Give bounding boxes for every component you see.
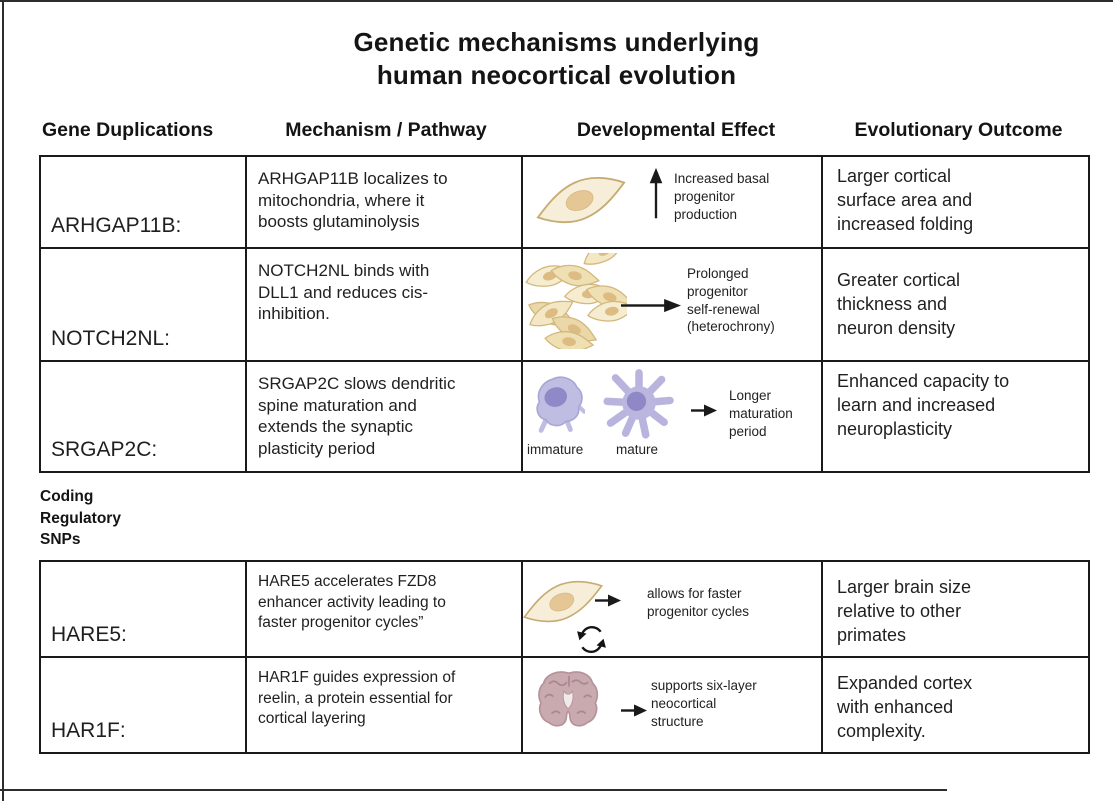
table-row-arhgap11b: ARHGAP11B: ARHGAP11B localizes to mitoch… bbox=[41, 157, 1088, 249]
increase-arrow-icon bbox=[649, 167, 663, 219]
table-row-notch2nl: NOTCH2NL: NOTCH2NL binds with DLL1 and r… bbox=[41, 249, 1088, 362]
mechanism-text-arhgap11b: ARHGAP11B localizes to mitochondria, whe… bbox=[247, 157, 523, 247]
progenitor-cell-cluster-icon bbox=[523, 253, 627, 349]
column-header-gene-duplications: Gene Duplications bbox=[42, 119, 214, 141]
outcome-text-srgap2c: Enhanced capacity to learn and increased… bbox=[837, 371, 1010, 439]
gene-label-har1f: HAR1F: bbox=[41, 658, 247, 752]
table-row-hare5: HARE5: HARE5 accelerates FZD8 enhancer a… bbox=[41, 562, 1088, 658]
short-right-arrow-icon bbox=[595, 594, 621, 607]
effect-caption-srgap2c: Longer maturation period bbox=[729, 388, 793, 439]
outcome-text-notch2nl: Greater cortical thickness and neuron de… bbox=[837, 270, 961, 338]
gene-label-srgap2c: SRGAP2C: bbox=[41, 362, 247, 471]
effect-caption-hare5: allows for faster progenitor cycles bbox=[647, 586, 750, 619]
progenitor-cell-icon bbox=[536, 176, 626, 224]
effect-caption-notch2nl: Prolonged progenitor self-renewal (heter… bbox=[687, 266, 775, 335]
frame-border-top bbox=[0, 0, 1113, 2]
developmental-effect-cell-arhgap11b: Increased basal progenitor production bbox=[523, 157, 823, 247]
mechanism-text-har1f: HAR1F guides expression of reelin, a pro… bbox=[247, 658, 523, 752]
column-header-evolutionary-outcome: Evolutionary Outcome bbox=[854, 119, 1063, 141]
frame-border-left bbox=[2, 0, 4, 801]
section-label-coding-regulatory-snps: Coding Regulatory SNPs bbox=[40, 488, 121, 549]
cycle-arrows-icon bbox=[577, 625, 606, 654]
gene-label-arhgap11b: ARHGAP11B: bbox=[41, 157, 247, 247]
column-header-row: Gene Duplications Mechanism / Pathway De… bbox=[39, 119, 1090, 142]
effect-caption-arhgap11b: Increased basal progenitor production bbox=[674, 171, 770, 222]
column-header-mechanism-pathway: Mechanism / Pathway bbox=[285, 119, 487, 141]
immature-neuron-icon bbox=[536, 376, 585, 433]
developmental-effect-cell-hare5: allows for faster progenitor cycles bbox=[523, 562, 823, 656]
short-right-arrow-icon bbox=[691, 404, 717, 417]
figure-title: Genetic mechanisms underlying human neoc… bbox=[353, 27, 760, 91]
outcome-text-har1f: Expanded cortex with enhanced complexity… bbox=[837, 673, 973, 741]
outcome-text-arhgap11b: Larger cortical surface area and increas… bbox=[837, 166, 974, 234]
mechanism-text-srgap2c: SRGAP2C slows dendritic spine maturation… bbox=[247, 362, 523, 471]
short-right-arrow-icon bbox=[621, 704, 647, 717]
table-row-har1f: HAR1F: HAR1F guides expression of reelin… bbox=[41, 658, 1088, 752]
gene-duplications-table: ARHGAP11B: ARHGAP11B localizes to mitoch… bbox=[39, 155, 1090, 473]
developmental-effect-cell-har1f: supports six-layer neocortical structure bbox=[523, 658, 823, 752]
mechanism-text-hare5: HARE5 accelerates FZD8 enhancer activity… bbox=[247, 562, 523, 656]
mechanism-text-notch2nl: NOTCH2NL binds with DLL1 and reduces cis… bbox=[247, 249, 523, 360]
right-arrow-icon bbox=[621, 298, 681, 313]
mature-neuron-icon bbox=[603, 369, 674, 439]
outcome-text-hare5: Larger brain size relative to other prim… bbox=[837, 577, 972, 645]
developmental-effect-cell-notch2nl: Prolonged progenitor self-renewal (heter… bbox=[523, 249, 823, 360]
frame-border-bottom bbox=[0, 789, 947, 791]
progenitor-cell-icon bbox=[523, 580, 603, 623]
brain-coronal-section-icon bbox=[538, 671, 599, 727]
table-row-srgap2c: SRGAP2C: SRGAP2C slows dendritic spine m… bbox=[41, 362, 1088, 471]
immature-label: immature bbox=[527, 442, 584, 457]
effect-caption-har1f: supports six-layer neocortical structure bbox=[651, 678, 757, 729]
developmental-effect-cell-srgap2c: immature mature Longer maturation period bbox=[523, 362, 823, 471]
snp-table: HARE5: HARE5 accelerates FZD8 enhancer a… bbox=[39, 560, 1090, 754]
gene-label-notch2nl: NOTCH2NL: bbox=[41, 249, 247, 360]
mature-label: mature bbox=[616, 442, 659, 457]
gene-label-hare5: HARE5: bbox=[41, 562, 247, 656]
column-header-developmental-effect: Developmental Effect bbox=[576, 119, 776, 141]
